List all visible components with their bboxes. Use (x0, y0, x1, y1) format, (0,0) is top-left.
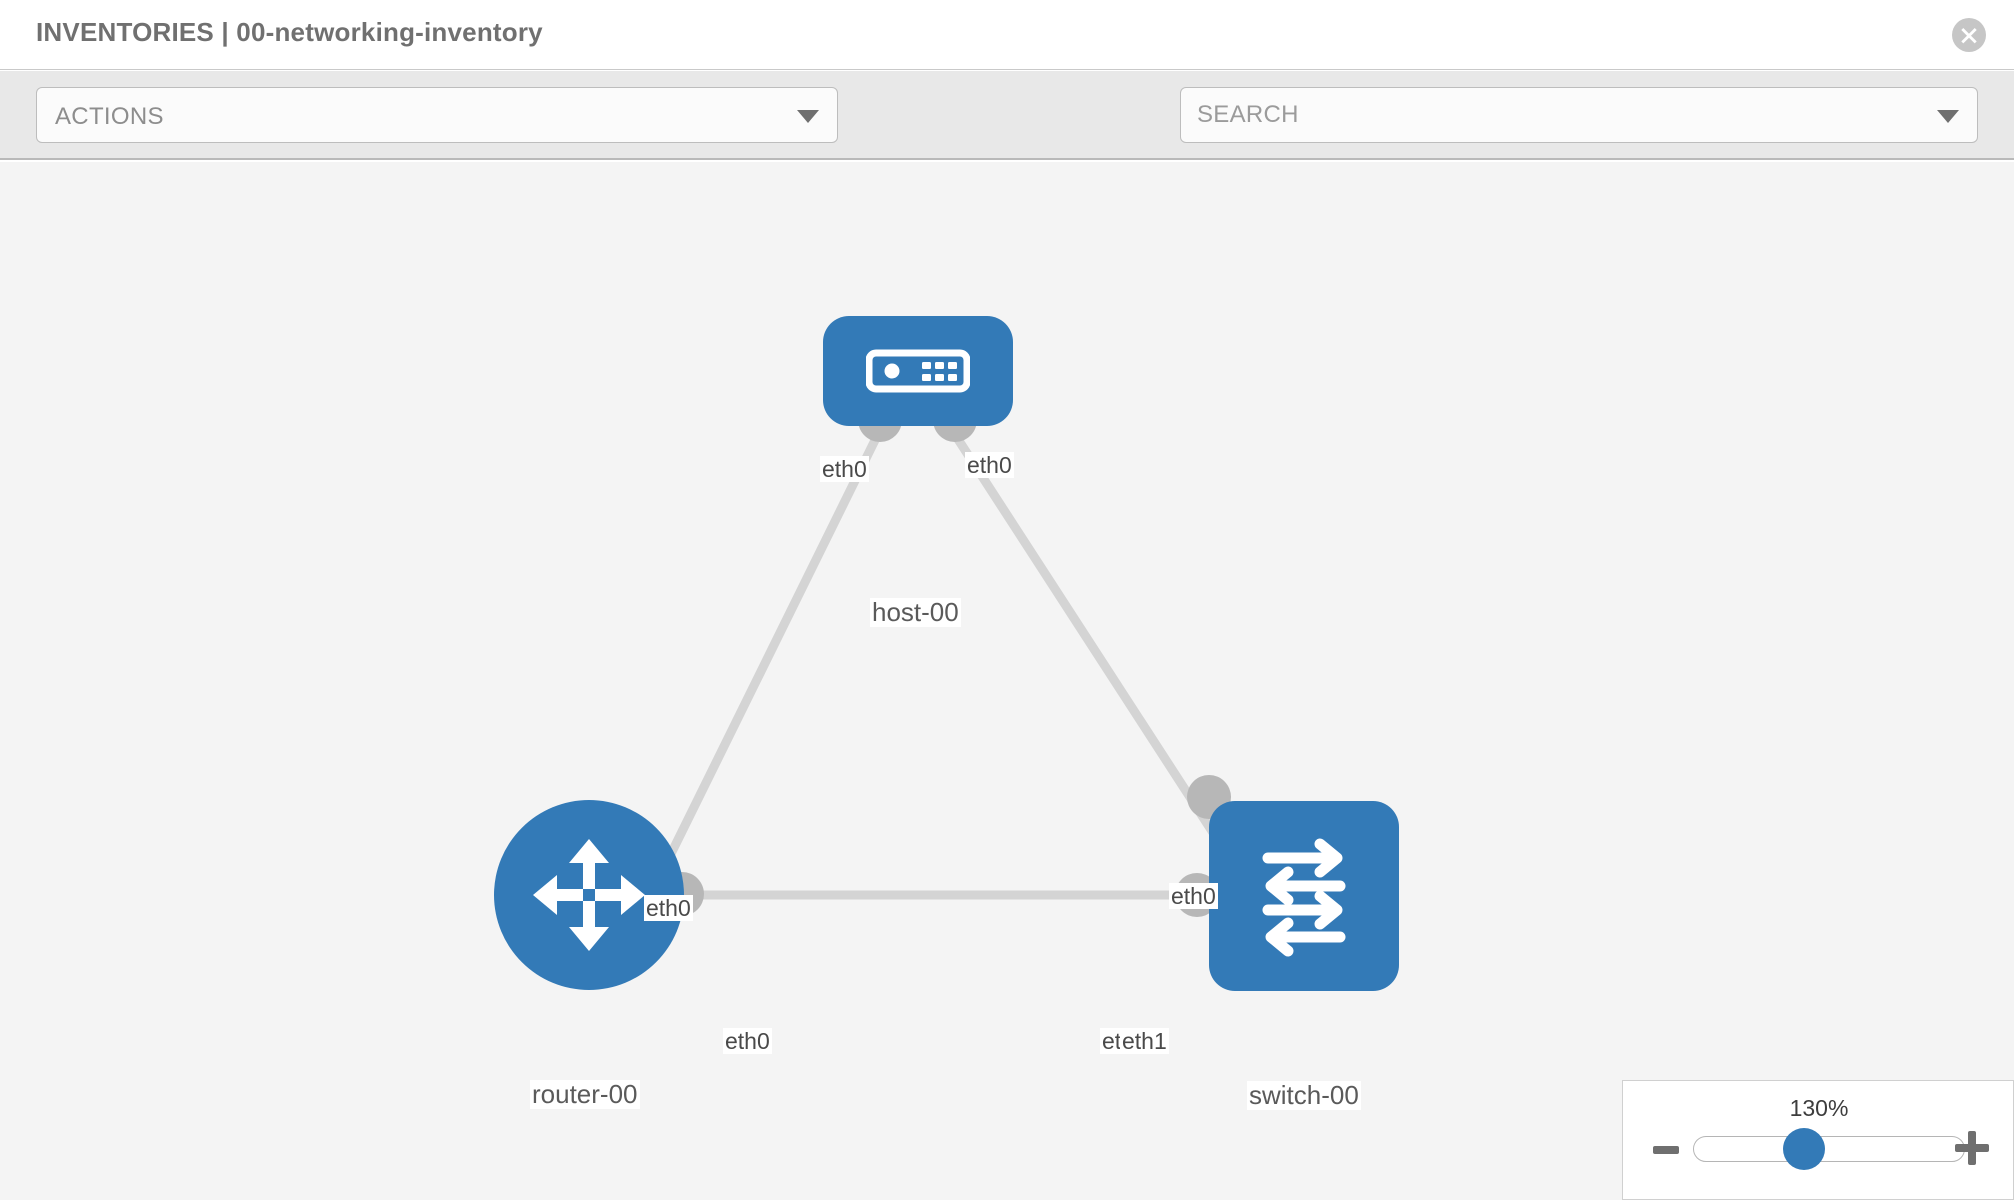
router-arrows-icon (533, 839, 645, 951)
search-field[interactable] (1180, 87, 1978, 143)
node-label-host-00: host-00 (870, 597, 961, 628)
link-label-switch-trunk-eth1: eth1 (1120, 1028, 1169, 1055)
link-label-host-left-eth0: eth0 (820, 456, 869, 483)
link-label-host-right-eth0: eth0 (965, 452, 1014, 479)
zoom-slider-thumb[interactable] (1783, 1128, 1825, 1170)
host-node-shape[interactable] (823, 316, 1013, 426)
link-label-router-uplink-eth0: eth0 (644, 895, 693, 922)
link-host-router (659, 425, 885, 873)
link-host-switch (947, 425, 1237, 867)
zoom-control-panel: 130% (1622, 1080, 2014, 1200)
link-label-switch-uplink-eth0: eth0 (1169, 883, 1218, 910)
chevron-down-icon[interactable] (1937, 110, 1959, 123)
actions-dropdown[interactable]: ACTIONS (36, 87, 838, 143)
link-label-router-trunk-eth0: eth0 (723, 1028, 772, 1055)
close-x-glyph (1961, 28, 1977, 44)
minus-icon[interactable] (1653, 1137, 1679, 1163)
close-icon[interactable] (1952, 18, 1986, 52)
chevron-down-icon (797, 110, 819, 123)
switch-arrows-icon (1262, 838, 1346, 957)
node-label-router-00: router-00 (530, 1079, 640, 1110)
toolbar: ACTIONS (0, 71, 2014, 201)
switch-node-shape[interactable] (1209, 801, 1399, 991)
search-input[interactable] (1197, 88, 1897, 142)
page-title: INVENTORIES | 00-networking-inventory (36, 17, 543, 47)
server-icon (866, 349, 970, 393)
header-bar: INVENTORIES | 00-networking-inventory (0, 0, 2014, 70)
zoom-slider[interactable] (1693, 1136, 1965, 1162)
actions-dropdown-label: ACTIONS (55, 103, 164, 130)
topology-links (659, 425, 1237, 900)
node-label-switch-00: switch-00 (1247, 1080, 1361, 1111)
zoom-level-label: 130% (1789, 1095, 1849, 1121)
topology-canvas[interactable]: host-00 route (0, 162, 2014, 1200)
plus-icon[interactable] (1955, 1131, 1989, 1165)
